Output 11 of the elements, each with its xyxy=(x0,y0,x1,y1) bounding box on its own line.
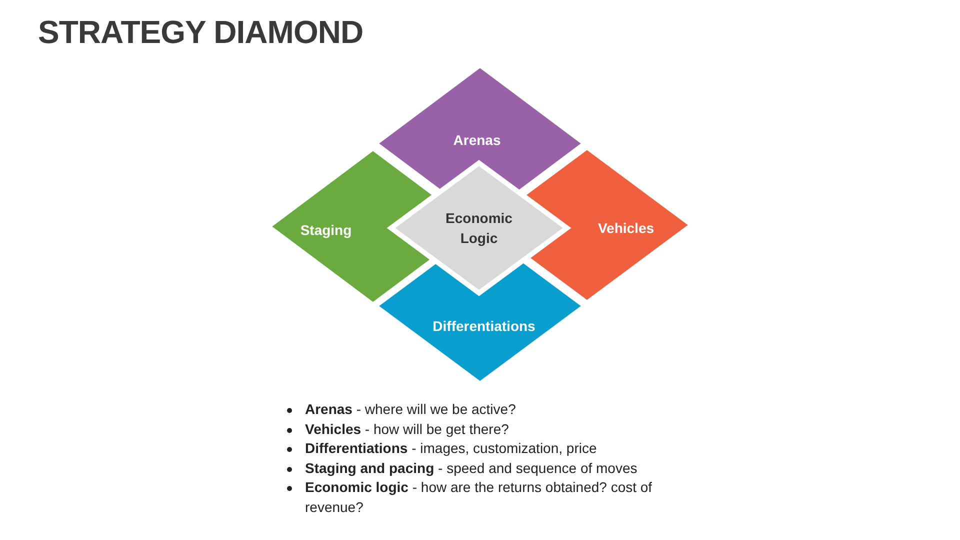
title: STRATEGY DIAMOND xyxy=(38,14,364,51)
bullet-text: Differentiations - images, customization, price xyxy=(305,439,598,458)
diamond-label: Differentiations xyxy=(432,318,536,334)
bullet-text: Economic logic - how are the returns obtained? cost of revenue? xyxy=(305,478,654,516)
bullet-text: Staging and pacing - speed and sequence of moves xyxy=(305,458,638,478)
bullet-text: Vehicles - how will be get there? xyxy=(305,420,510,439)
diamond-label: Economic Logic xyxy=(444,209,514,248)
diamond-label: Staging xyxy=(300,222,352,238)
diamond-label: Vehicles xyxy=(598,220,654,236)
diamond-label: Arenas xyxy=(453,132,501,148)
bullet-text: Arenas - where will we be active? xyxy=(305,400,517,419)
